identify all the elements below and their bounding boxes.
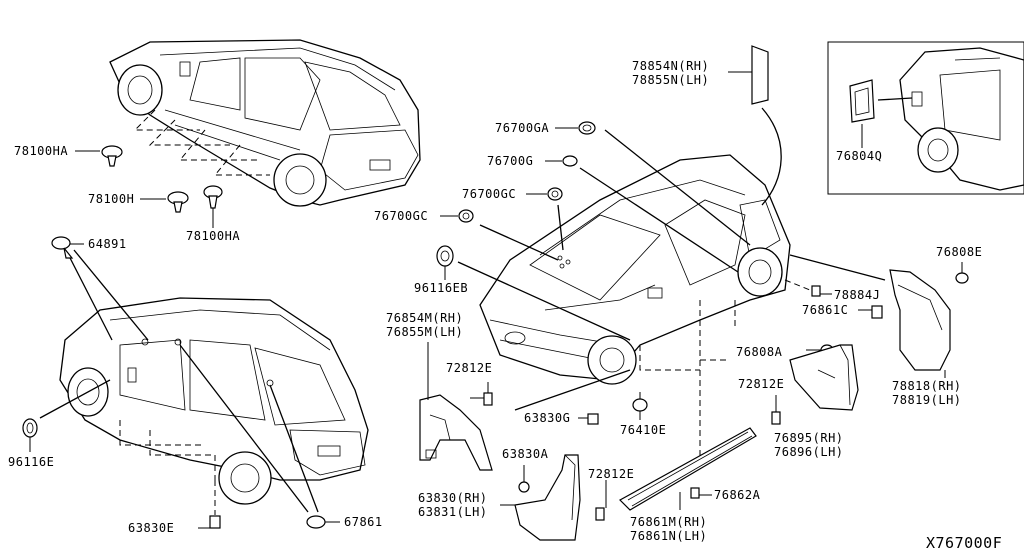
label-78818: 78818(RH): [892, 379, 962, 393]
label-78819: 78819(LH): [892, 393, 962, 407]
label-76861m: 76861M(RH): [630, 515, 707, 529]
arrow-76700g: [579, 167, 739, 273]
inset-fuel-lid: [827, 41, 1024, 195]
arrow-64891-b: [73, 249, 149, 341]
car-center: [479, 154, 811, 470]
clip-76410e: [632, 392, 648, 420]
label-67861: 67861: [344, 515, 383, 529]
mudflap-63830: [500, 454, 581, 541]
label-78100h: 78100H: [88, 192, 134, 206]
clip-63830a: [518, 465, 530, 493]
clip-78100h: [140, 191, 189, 213]
clip-78100ha-a: [75, 145, 123, 167]
arrow-76700gc-a: [557, 204, 564, 251]
label-76804q: 76804Q: [836, 149, 882, 163]
arrow-64891-a: [67, 253, 113, 341]
label-96116eb: 96116EB: [414, 281, 468, 295]
label-78855n: 78855N(LH): [632, 73, 709, 87]
label-63830g: 63830G: [524, 411, 570, 425]
clip-78100ha-b: [203, 185, 223, 228]
label-76896: 76896(LH): [774, 445, 844, 459]
label-64891: 64891: [88, 237, 127, 251]
diagram-code: X767000F: [926, 534, 1002, 552]
label-96116e: 96116E: [8, 455, 54, 469]
plug-67861: [306, 515, 340, 529]
arrow-78854n: [761, 107, 782, 206]
arrow-fender-rear: [789, 254, 886, 281]
sill-molding-76861m: [619, 427, 757, 511]
label-78884j: 78884J: [834, 288, 880, 302]
arrow-96116e: [39, 379, 111, 419]
label-63831: 63831(LH): [418, 505, 488, 519]
arrow-67861-a: [179, 344, 309, 513]
clip-72812e-c: [595, 480, 607, 521]
grommet-76700gc-a: [547, 187, 563, 201]
mudguard-front-76854m: [419, 342, 493, 471]
clip-76808e: [955, 262, 969, 284]
arrow-76700ga: [604, 129, 751, 246]
label-76808e: 76808E: [936, 245, 982, 259]
clip-76861c: [858, 305, 883, 319]
car-bottom-left: [59, 297, 369, 515]
label-76700gc-a: 76700GC: [462, 187, 516, 201]
label-72812e-a: 72812E: [446, 361, 492, 375]
arrow-76700gc-b: [479, 224, 559, 261]
grommet-76700ga: [578, 121, 596, 135]
grommet-96116e: [22, 418, 38, 452]
label-78100ha-b: 78100HA: [186, 229, 240, 243]
label-72812e-b: 72812E: [738, 377, 784, 391]
label-76808a: 76808A: [736, 345, 783, 359]
clip-72812e-a: [470, 382, 493, 406]
label-76700gc-b: 76700GC: [374, 209, 428, 223]
screw-76862a: [690, 487, 712, 499]
label-63830a: 63830A: [502, 447, 549, 461]
arrow-67861-b: [269, 384, 319, 513]
clip-78884j: [811, 285, 832, 297]
label-76410e: 76410E: [620, 423, 666, 437]
label-76862a: 76862A: [714, 488, 761, 502]
label-76895: 76895(RH): [774, 431, 844, 445]
arrow-96116eb: [457, 261, 631, 341]
clip-72812e-b: [771, 395, 781, 425]
label-76700g: 76700G: [487, 154, 533, 168]
arrow-63830g: [514, 369, 631, 411]
label-63830e: 63830E: [128, 521, 174, 535]
label-76855m: 76855M(LH): [386, 325, 463, 339]
car-top-left: [109, 39, 421, 207]
clip-63830e: [198, 515, 221, 529]
clip-63830g: [578, 413, 599, 425]
label-76700ga: 76700GA: [495, 121, 549, 135]
fender-liner-78818: [889, 269, 951, 378]
plug-76700g: [562, 155, 578, 167]
grommet-96116eb: [436, 245, 454, 280]
grommet-76700gc-b: [458, 209, 474, 223]
label-72812e-c: 72812E: [588, 467, 634, 481]
label-78854n: 78854N(RH): [632, 59, 709, 73]
plug-64891: [51, 236, 84, 250]
label-76861c: 76861C: [802, 303, 848, 317]
label-63830: 63830(RH): [418, 491, 488, 505]
mudflap-76895: [789, 344, 859, 411]
molding-78854n: [728, 45, 769, 105]
label-78100ha-a: 78100HA: [14, 144, 68, 158]
label-76861n: 76861N(LH): [630, 529, 707, 543]
label-76854m: 76854M(RH): [386, 311, 463, 325]
